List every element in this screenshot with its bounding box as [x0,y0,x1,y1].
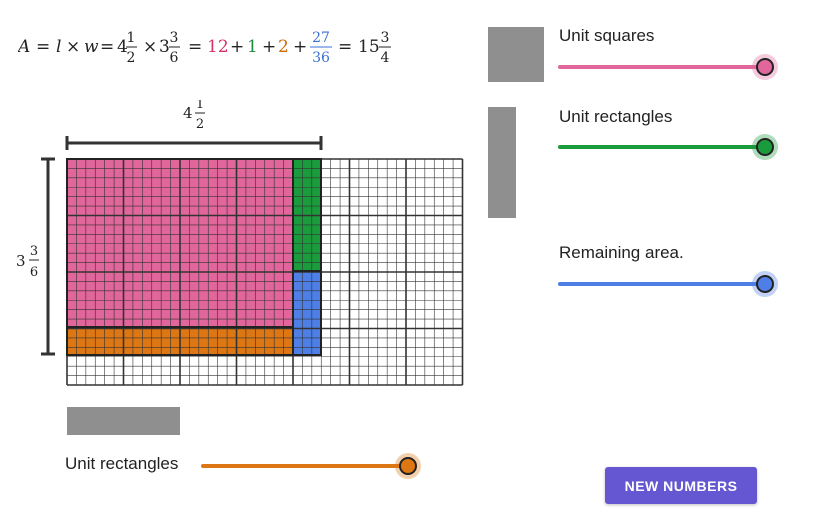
slider-track[interactable] [558,145,765,149]
length-dimension-line [65,136,323,150]
formula-eq-3: = [188,37,202,57]
unit-rectangle-horizontal-swatch[interactable] [67,407,180,435]
remaining-area-region [293,271,321,355]
width-label: 3 3 6 [16,244,39,280]
remaining-area-slider[interactable] [558,271,778,297]
formula-eq-4: = [338,37,352,57]
unit-rectangle-vertical-swatch[interactable] [488,107,516,218]
unit-square-swatch[interactable] [488,27,544,82]
remaining-area-label: Remaining area. [559,243,684,262]
formula-term-squares: 12 [207,37,229,57]
formula-width-num: 3 [170,30,179,46]
formula-blue-num: 27 [312,30,330,46]
slider-track[interactable] [558,65,765,69]
formula-term-orange: 2 [278,37,289,57]
piece-outlines [66,158,322,356]
width-label-num: 3 [30,244,38,259]
length-label-den: 2 [196,117,204,132]
width-label-whole: 3 [16,252,26,270]
unit-rectangles-slider[interactable] [558,134,778,160]
formula-eq-2: = [100,37,114,57]
slider-knob[interactable] [756,275,774,293]
new-numbers-button[interactable]: NEW NUMBERS [605,467,757,504]
formula-times-2: × [143,37,157,57]
formula-length-num: 1 [127,30,136,46]
formula-result-num: 3 [381,30,390,46]
length-label: 4 1 2 [183,100,205,132]
slider-track[interactable] [201,464,408,468]
formula-var-w: w [84,37,99,57]
area-formula: A = l × w = 4 1 2 × 3 3 6 = 12 + 1 + 2 +… [18,30,391,66]
formula-term-green: 1 [247,37,258,57]
formula-result-whole: 15 [358,37,380,57]
unit-squares-slider[interactable] [558,54,778,80]
formula-result-den: 4 [381,50,390,66]
bottom-unit-rectangles-slider[interactable] [201,453,421,479]
slider-knob[interactable] [756,58,774,76]
formula-length-whole: 4 [117,37,128,57]
formula-var-l: l [56,37,61,57]
width-dimension-line [41,157,55,356]
formula-eq-1: = [36,37,50,57]
width-label-den: 6 [30,265,38,280]
bottom-unit-rectangles-label: Unit rectangles [65,454,179,473]
formula-width-whole: 3 [159,37,170,57]
slider-knob[interactable] [399,457,417,475]
formula-blue-den: 36 [312,50,330,66]
formula-length-den: 2 [127,50,136,66]
length-label-whole: 4 [183,104,193,122]
formula-plus-1: + [230,37,244,57]
length-label-num: 1 [196,100,204,112]
formula-plus-2: + [262,37,276,57]
area-model-diagram: 4 1 2 3 3 6 [16,100,464,386]
unit-squares-label: Unit squares [559,26,655,45]
formula-plus-3: + [293,37,307,57]
slider-knob[interactable] [756,138,774,156]
formula-var-a: A [18,37,30,57]
slider-track[interactable] [558,282,765,286]
formula-times-1: × [66,37,80,57]
unit-rectangles-label: Unit rectangles [559,107,673,126]
formula-width-den: 6 [170,50,179,66]
